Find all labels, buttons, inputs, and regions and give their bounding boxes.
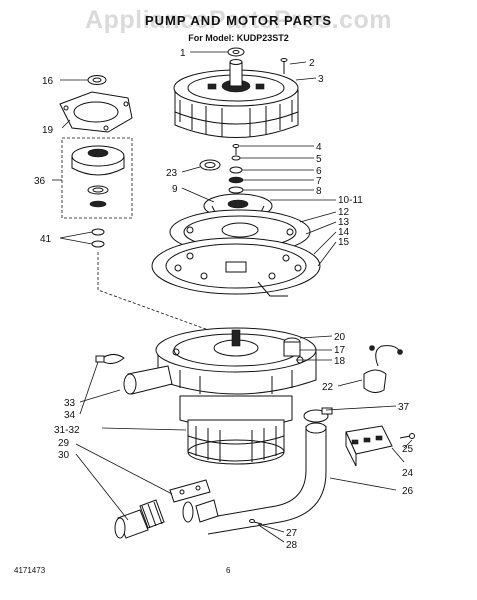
callout-16: 16 — [42, 76, 54, 87]
callout-33: 33 — [64, 398, 76, 409]
callout-20: 20 — [334, 332, 346, 343]
part-sensor-22 — [363, 345, 403, 394]
watermark-logo: AppliancePartsPros.com — [85, 6, 392, 34]
callout-14: 14 — [338, 227, 350, 238]
callout-34: 34 — [64, 410, 76, 421]
callout-22: 22 — [322, 382, 334, 393]
part-motor-base-31-32 — [179, 395, 293, 465]
callout-8: 8 — [316, 186, 322, 197]
callout-25: 25 — [402, 444, 414, 455]
part-washer-1 — [227, 47, 245, 57]
callout-17: 17 — [334, 345, 346, 356]
part-washers-41 — [91, 228, 105, 248]
callout-28: 28 — [286, 540, 298, 551]
part-outlet-33-34 — [95, 354, 173, 395]
callout-30: 30 — [58, 450, 70, 461]
part-manifold-14-15 — [151, 237, 321, 297]
part-washer-16 — [87, 75, 107, 85]
part-screws-27-28 — [249, 519, 263, 525]
part-pump-hub-36 — [71, 145, 125, 208]
callout-29: 29 — [58, 438, 70, 449]
callout-7: 7 — [316, 176, 322, 187]
callout-13: 13 — [338, 217, 350, 228]
page-number: 6 — [226, 566, 231, 575]
callout-27: 27 — [286, 528, 298, 539]
catalog-number: 4171473 — [14, 566, 46, 575]
callout-18: 18 — [334, 356, 346, 367]
diagram-title: PUMP AND MOTOR PARTS — [144, 13, 333, 28]
callout-6: 6 — [316, 166, 322, 177]
callout-37: 37 — [398, 402, 410, 413]
callout-36: 36 — [34, 176, 46, 187]
callout-24: 24 — [402, 468, 414, 479]
callout-1: 1 — [180, 48, 186, 59]
part-motor-3 — [173, 59, 299, 138]
callout-31-32: 31-32 — [54, 425, 80, 436]
part-inlet-fitting-30 — [114, 499, 219, 539]
part-switch-24-25 — [345, 425, 415, 467]
part-drain-hose-26 — [205, 422, 327, 535]
callout-5: 5 — [316, 154, 322, 165]
part-stack-4-8 — [228, 144, 244, 194]
part-pump-housing-17-20 — [155, 327, 317, 395]
part-clamp-37 — [303, 407, 333, 423]
part-screw-2 — [280, 58, 288, 74]
leader-lines — [52, 51, 413, 543]
part-bracket-29 — [169, 479, 211, 503]
callout-3: 3 — [318, 74, 324, 85]
callout-23: 23 — [166, 168, 178, 179]
model-subtitle: For Model: KUDP23ST2 — [188, 33, 289, 43]
callout-26: 26 — [402, 486, 414, 497]
callout-19: 19 — [42, 125, 54, 136]
callout-10-11: 10-11 — [338, 195, 363, 206]
part-gasket-19 — [59, 91, 133, 133]
callout-labels: 1 2 3 4 5 6 7 8 9 10-11 12 13 14 15 16 1… — [34, 48, 414, 551]
callout-41: 41 — [40, 234, 52, 245]
callout-4: 4 — [316, 142, 322, 153]
callout-9: 9 — [172, 184, 178, 195]
callout-2: 2 — [309, 58, 315, 69]
callout-15: 15 — [338, 237, 350, 248]
callout-12: 12 — [338, 207, 350, 218]
part-seal-23 — [199, 159, 221, 171]
